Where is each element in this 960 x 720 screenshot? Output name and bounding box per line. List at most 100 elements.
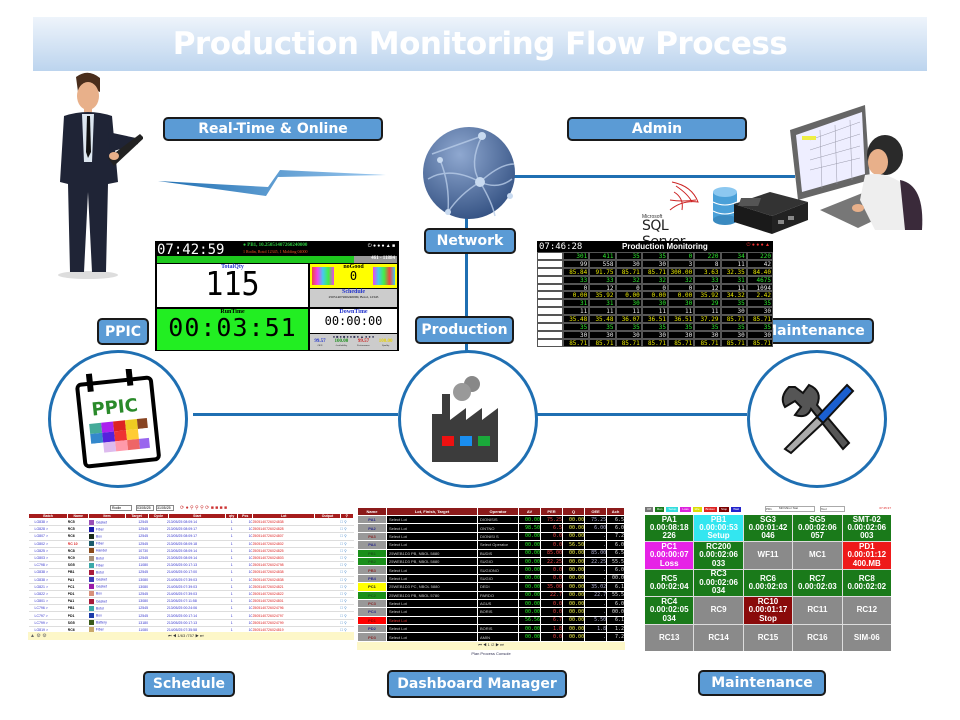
legend-off[interactable]: Off [645,507,653,512]
batch-cell[interactable]: LG801 > [28,597,68,606]
legend-run[interactable]: Run [654,507,665,512]
lot-cell[interactable]: Select Lot [387,633,477,641]
machine-filter-tool[interactable]: Tool [820,506,845,512]
schedule-date-from[interactable]: 03/05/25 [136,505,154,511]
lot-cell[interactable]: Select Lot [387,608,477,616]
machine-tile[interactable]: RC14 [694,624,743,651]
machine-name-cell[interactable]: PB1 [358,549,386,557]
row-actions[interactable]: ☐ ⚲ [340,590,354,599]
dashboard-column-header[interactable]: OEE [585,508,607,515]
machine-name-cell[interactable]: PD3 [358,633,386,641]
row-actions[interactable]: ☐ ⚲ [340,568,354,577]
schedule-column-header[interactable]: Item [88,513,126,519]
row-actions[interactable]: ☐ ⚲ [340,583,354,591]
row-actions[interactable]: ☐ ⚲ [340,561,354,570]
row-actions[interactable]: ☐ ⚲ [340,547,354,555]
machine-name-cell[interactable]: PA1 [358,516,386,524]
machine-tile[interactable]: SIM-06 [842,624,891,651]
batch-cell[interactable]: LG807 > [28,532,68,541]
operator-cell[interactable]: BUDIS [478,549,518,557]
machine-name-cell[interactable]: PC3 [358,599,386,608]
operator-cell[interactable]: PARDO [478,591,518,599]
machine-name-cell[interactable]: PD2 [358,625,386,633]
dashboard-pager[interactable]: ⏮ ◀ 1 /2 ▶ ⏭ [357,641,625,650]
operator-cell[interactable]: DEDI [478,583,518,591]
row-actions[interactable]: ☐ ⚲ [340,597,354,606]
lot-cell[interactable]: Select Lot [387,566,477,574]
dashboard-footer-link[interactable]: Plan Process Console [471,650,511,656]
batch-cell[interactable]: LG821 > [28,583,68,591]
operator-cell[interactable]: SUGIO [478,557,518,566]
row-actions[interactable]: ☐ ⚲ [340,611,354,620]
lot-cell[interactable]: Select Lot [387,574,477,583]
lot-cell[interactable]: Select Lot [387,541,477,549]
operator-cell[interactable]: SUGIO [478,574,518,583]
lot-cell[interactable]: Select Lot [387,616,477,625]
machine-tile[interactable]: RC15 [743,624,793,651]
machine-name-cell[interactable]: PA4 [358,541,386,549]
lot-cell[interactable]: Select Lot [387,524,477,532]
machine-tile[interactable]: RC11 [793,597,842,624]
machine-tile[interactable]: RC9 [694,597,743,624]
operator-cell[interactable]: DIONISI S [478,532,518,541]
operator-cell[interactable]: Select Operator [478,541,518,549]
dashboard-column-header[interactable]: Lot, Finish, Target [387,508,477,515]
legend-stop[interactable]: Stop [719,507,730,512]
row-actions[interactable]: ☐ ⚲ [340,532,354,541]
legend-idle[interactable]: Idle [692,507,702,512]
batch-cell[interactable]: LG828 > [28,525,68,534]
operator-cell[interactable]: ONTNO [478,524,518,532]
batch-cell[interactable]: LG822 > [28,590,68,599]
machine-name-cell[interactable]: PC2 [358,591,386,599]
machine-name-cell[interactable]: PA3 [358,532,386,541]
dashboard-column-header[interactable]: Name [358,508,386,515]
machine-filter-input[interactable]: PD1 [765,506,815,512]
operator-cell[interactable]: DIONISIS [478,516,518,524]
operator-cell[interactable]: BORIS [478,608,518,616]
lot-cell[interactable]: Select Lot [387,516,477,524]
machine-tile[interactable]: RC13 [645,624,694,651]
batch-cell[interactable]: LG838 > [28,576,68,584]
batch-cell[interactable]: LG825 > [28,547,68,555]
operator-cell[interactable]: SUGIONO [478,566,518,574]
operator-cell[interactable]: AMIN [478,633,518,641]
dashboard-column-header[interactable]: PER [541,508,563,515]
lot-cell[interactable]: 25WEB1D3 PB, NBOL 5880 [387,557,477,566]
machine-name-cell[interactable]: PB4 [358,574,386,583]
batch-cell[interactable]: LG838 > [28,568,68,577]
lot-cell[interactable]: Select Lot [387,532,477,541]
dashboard-column-header[interactable]: Q [563,508,585,515]
row-actions[interactable]: ☐ ⚲ [340,540,354,548]
row-actions[interactable]: ☐ ⚲ [340,518,354,527]
row-actions[interactable]: ☐ ⚲ [340,576,354,584]
